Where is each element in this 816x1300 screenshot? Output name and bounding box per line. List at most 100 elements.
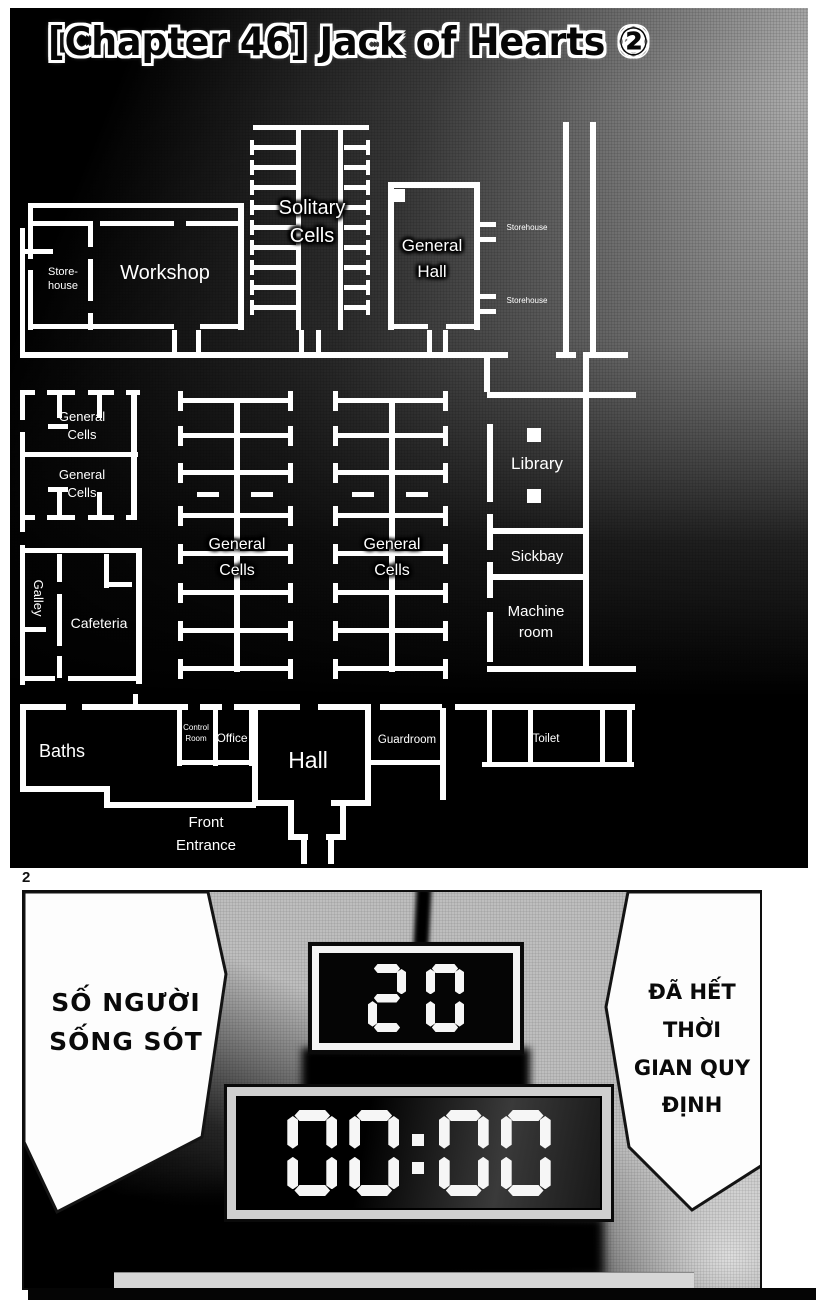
wall xyxy=(527,489,541,503)
wall xyxy=(528,710,533,762)
digit-0 xyxy=(500,1110,551,1196)
wall xyxy=(487,392,636,398)
wall xyxy=(344,165,370,170)
wall xyxy=(366,140,370,155)
wall xyxy=(366,240,370,255)
room-label-general-cells-l2: General Cells xyxy=(58,467,106,501)
wall xyxy=(487,424,493,502)
wall xyxy=(340,800,346,840)
wall xyxy=(344,185,370,190)
wall xyxy=(88,259,93,301)
wall xyxy=(344,225,370,230)
digit-0 xyxy=(438,1110,489,1196)
wall xyxy=(366,200,370,215)
wall xyxy=(253,205,296,210)
wall xyxy=(253,305,296,310)
room-label-guardroom: Guardroom xyxy=(377,734,437,746)
wall xyxy=(388,182,480,188)
digit-0 xyxy=(287,1110,338,1196)
wall xyxy=(57,554,62,582)
wall xyxy=(20,228,25,352)
wall xyxy=(181,433,291,438)
wall xyxy=(104,554,109,588)
wall xyxy=(20,545,25,685)
wall xyxy=(583,358,589,392)
room-label-machine-room: Machine room xyxy=(507,603,565,641)
wall xyxy=(443,621,448,641)
wall xyxy=(104,786,110,808)
wall xyxy=(455,704,635,710)
wall xyxy=(443,391,448,411)
wall xyxy=(333,506,338,526)
wall xyxy=(487,562,493,598)
wall xyxy=(178,506,183,526)
speech-bubbles xyxy=(24,892,760,1215)
wall xyxy=(288,506,293,526)
wall xyxy=(366,160,370,175)
speech-bubble-left xyxy=(24,892,228,1215)
wall xyxy=(25,249,53,254)
wall xyxy=(250,200,254,215)
wall xyxy=(344,205,370,210)
wall xyxy=(177,760,254,765)
wall xyxy=(366,180,370,195)
wall xyxy=(178,583,183,603)
wall xyxy=(178,463,183,483)
room-label-solitary-cells: Solitary Cells xyxy=(278,197,346,247)
room-label-office: Office xyxy=(216,731,248,745)
wall xyxy=(28,324,174,329)
wall xyxy=(253,165,296,170)
wall xyxy=(336,513,446,518)
room-label-storehouse-left: Store- house xyxy=(48,266,78,293)
wall xyxy=(443,506,448,526)
wall xyxy=(97,492,102,520)
room-label-library: Library xyxy=(511,454,563,473)
wall xyxy=(20,627,46,632)
wall xyxy=(181,628,291,633)
wall xyxy=(28,203,33,259)
wall xyxy=(368,760,446,765)
wall xyxy=(590,122,596,354)
wall xyxy=(25,452,138,457)
wall xyxy=(336,433,446,438)
wall xyxy=(336,470,446,475)
room-label-general-cells-l1: General Cells xyxy=(58,409,106,443)
wall xyxy=(344,145,370,150)
wall xyxy=(443,330,448,352)
wall xyxy=(480,237,496,242)
digit-2 xyxy=(368,964,406,1032)
wall xyxy=(253,225,296,230)
wall xyxy=(131,390,137,520)
wall xyxy=(181,513,291,518)
wall xyxy=(288,621,293,641)
wall xyxy=(487,666,636,672)
wall xyxy=(250,220,254,235)
chapter-title: [Chapter 46] Jack of Hearts ② xyxy=(48,20,649,65)
timer-digits xyxy=(287,1110,551,1196)
wall xyxy=(318,704,367,710)
wall xyxy=(178,659,183,679)
wall xyxy=(250,160,254,175)
wall xyxy=(181,470,291,475)
wall xyxy=(48,424,68,429)
room-label-baths: Baths xyxy=(38,741,86,761)
wall xyxy=(392,189,405,202)
digit-0 xyxy=(426,964,464,1032)
wall xyxy=(406,492,428,497)
wall xyxy=(333,583,338,603)
wall xyxy=(480,309,496,314)
wall xyxy=(133,694,138,704)
wall xyxy=(178,426,183,446)
table-edge xyxy=(114,1272,694,1288)
wall xyxy=(344,245,370,250)
wall xyxy=(333,391,338,411)
wall xyxy=(482,762,634,767)
wall xyxy=(250,140,254,155)
digit-0 xyxy=(349,1110,400,1196)
wall xyxy=(48,487,68,492)
wall xyxy=(178,544,183,564)
wall xyxy=(253,265,296,270)
wall xyxy=(97,390,102,418)
wall xyxy=(443,426,448,446)
caption-time-up: ĐÃ HẾT THỜI GIAN QUY ĐỊNH xyxy=(633,980,751,1118)
